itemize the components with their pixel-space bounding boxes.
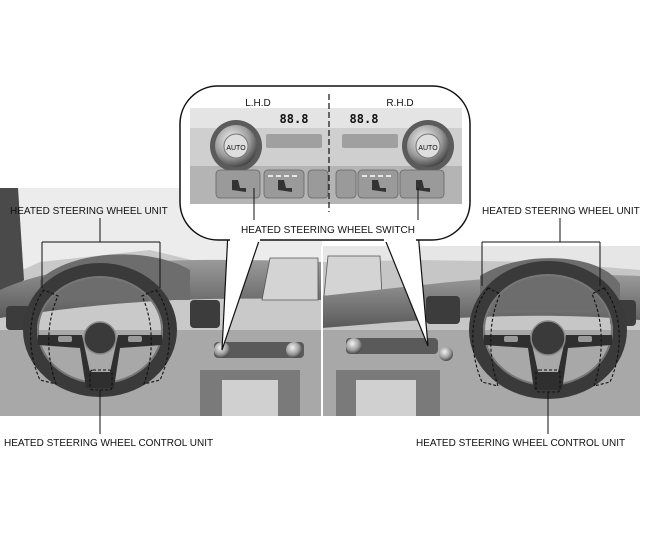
auto-label-right: AUTO [418, 145, 438, 152]
heated-steering-wheel-unit-label-left: HEATED STEERING WHEEL UNIT [10, 206, 168, 217]
seat-heat-icon [372, 180, 386, 192]
heated-steering-wheel-unit-label-right: HEATED STEERING WHEEL UNIT [482, 206, 640, 217]
temp-display-right: 88.8 [350, 112, 379, 126]
heated-steering-wheel-switch-label: HEATED STEERING WHEEL SWITCH [241, 225, 415, 236]
heated-steering-wheel-control-unit-label-right: HEATED STEERING WHEEL CONTROL UNIT [416, 438, 625, 449]
lhd-heater-zone-left [30, 289, 59, 385]
seat-heat-icon [232, 180, 246, 192]
rhd-heater-zone-left [472, 287, 501, 387]
climate-panel-callout: AUTO AUTO 88.8 88.8 L.H.D R.H.D HEATED S… [179, 85, 471, 351]
lhd-label: L.H.D [245, 98, 271, 109]
auto-label-left: AUTO [226, 145, 246, 152]
temp-display-left: 88.8 [280, 112, 309, 126]
lhd-heater-zone-right [141, 289, 170, 385]
rhd-label: R.H.D [386, 98, 413, 109]
steering-heat-icon [416, 180, 430, 192]
rhd-heater-zone-right [591, 287, 620, 387]
seat-heat-icon [278, 180, 292, 192]
heated-steering-wheel-control-unit-label-left: HEATED STEERING WHEEL CONTROL UNIT [4, 438, 213, 449]
lhd-control-unit-zone [89, 369, 113, 391]
rhd-interior-photo [322, 246, 640, 416]
